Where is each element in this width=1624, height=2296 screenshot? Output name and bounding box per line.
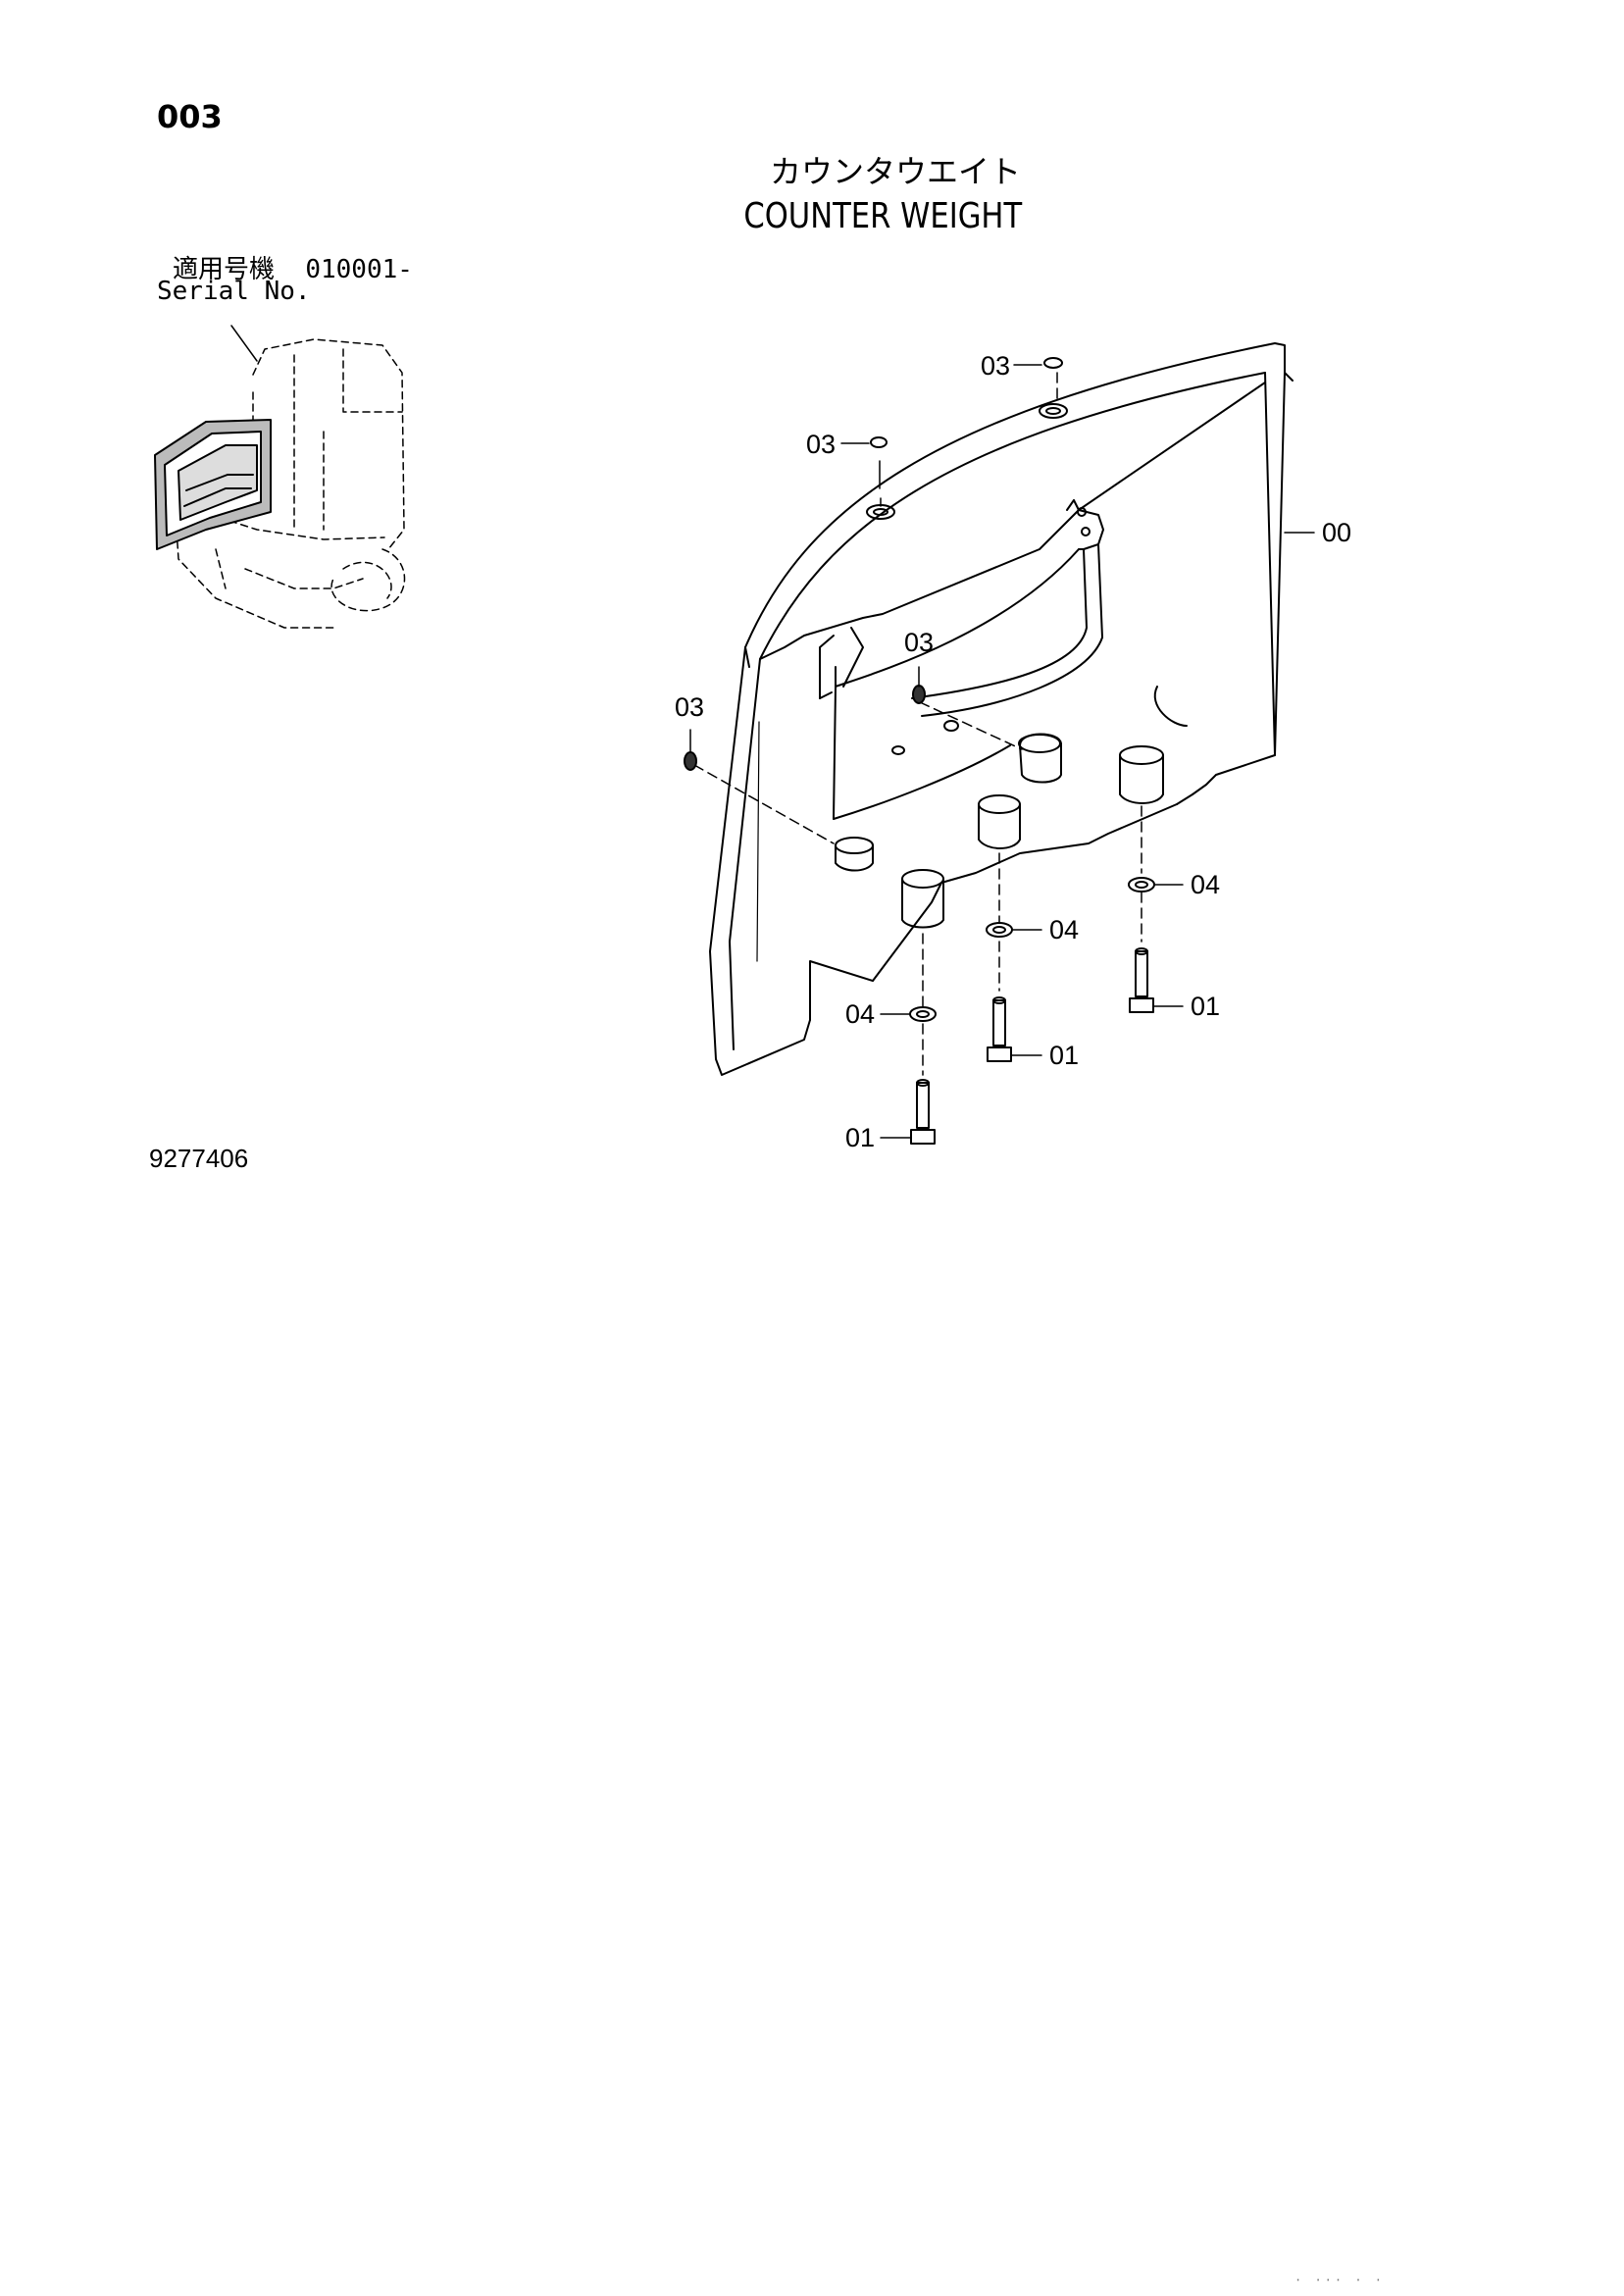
- locator-inset: [154, 325, 406, 629]
- callout-03-left: 03: [675, 692, 704, 722]
- counterweight-highlight: [154, 419, 272, 550]
- counterweight-body: [709, 342, 1294, 1076]
- callout-01-middle: 01: [1049, 1041, 1079, 1070]
- locator-leader: [230, 325, 258, 362]
- machine-outline-dashed: [176, 338, 406, 629]
- callout-03-middle: 03: [904, 628, 934, 657]
- callout-04-middle: 04: [1049, 915, 1079, 944]
- leader-lines: [689, 364, 1315, 1139]
- callout-00: 00: [1322, 518, 1351, 547]
- page-number: 003: [157, 98, 223, 135]
- title-english: COUNTER WEIGHT: [743, 196, 1023, 236]
- callout-03-top-right: 03: [981, 351, 1010, 381]
- callout-03-top-left: 03: [806, 430, 836, 459]
- bolt-parts: [910, 947, 1154, 1145]
- mounting-bosses: [835, 733, 1164, 929]
- callout-04-left: 04: [845, 999, 875, 1029]
- figure-number: 9277406: [149, 1144, 249, 1173]
- footer-mark: · ··· · ·: [1294, 2273, 1386, 2287]
- serial-label-english: Serial No.: [157, 277, 311, 306]
- plug-parts: [684, 357, 1068, 771]
- callout-04-right: 04: [1191, 870, 1220, 899]
- title-japanese: カウンタウエイト: [769, 153, 1021, 190]
- callout-01-right: 01: [1191, 992, 1220, 1021]
- assembly-centerlines: [693, 372, 1142, 1076]
- callout-01-left: 01: [845, 1123, 875, 1152]
- serial-label-japanese: 適用号機: [173, 255, 276, 284]
- serial-range: 010001-: [305, 255, 413, 284]
- serial-line-japanese: 適用号機 010001-: [173, 249, 413, 285]
- washer-parts: [909, 877, 1155, 1022]
